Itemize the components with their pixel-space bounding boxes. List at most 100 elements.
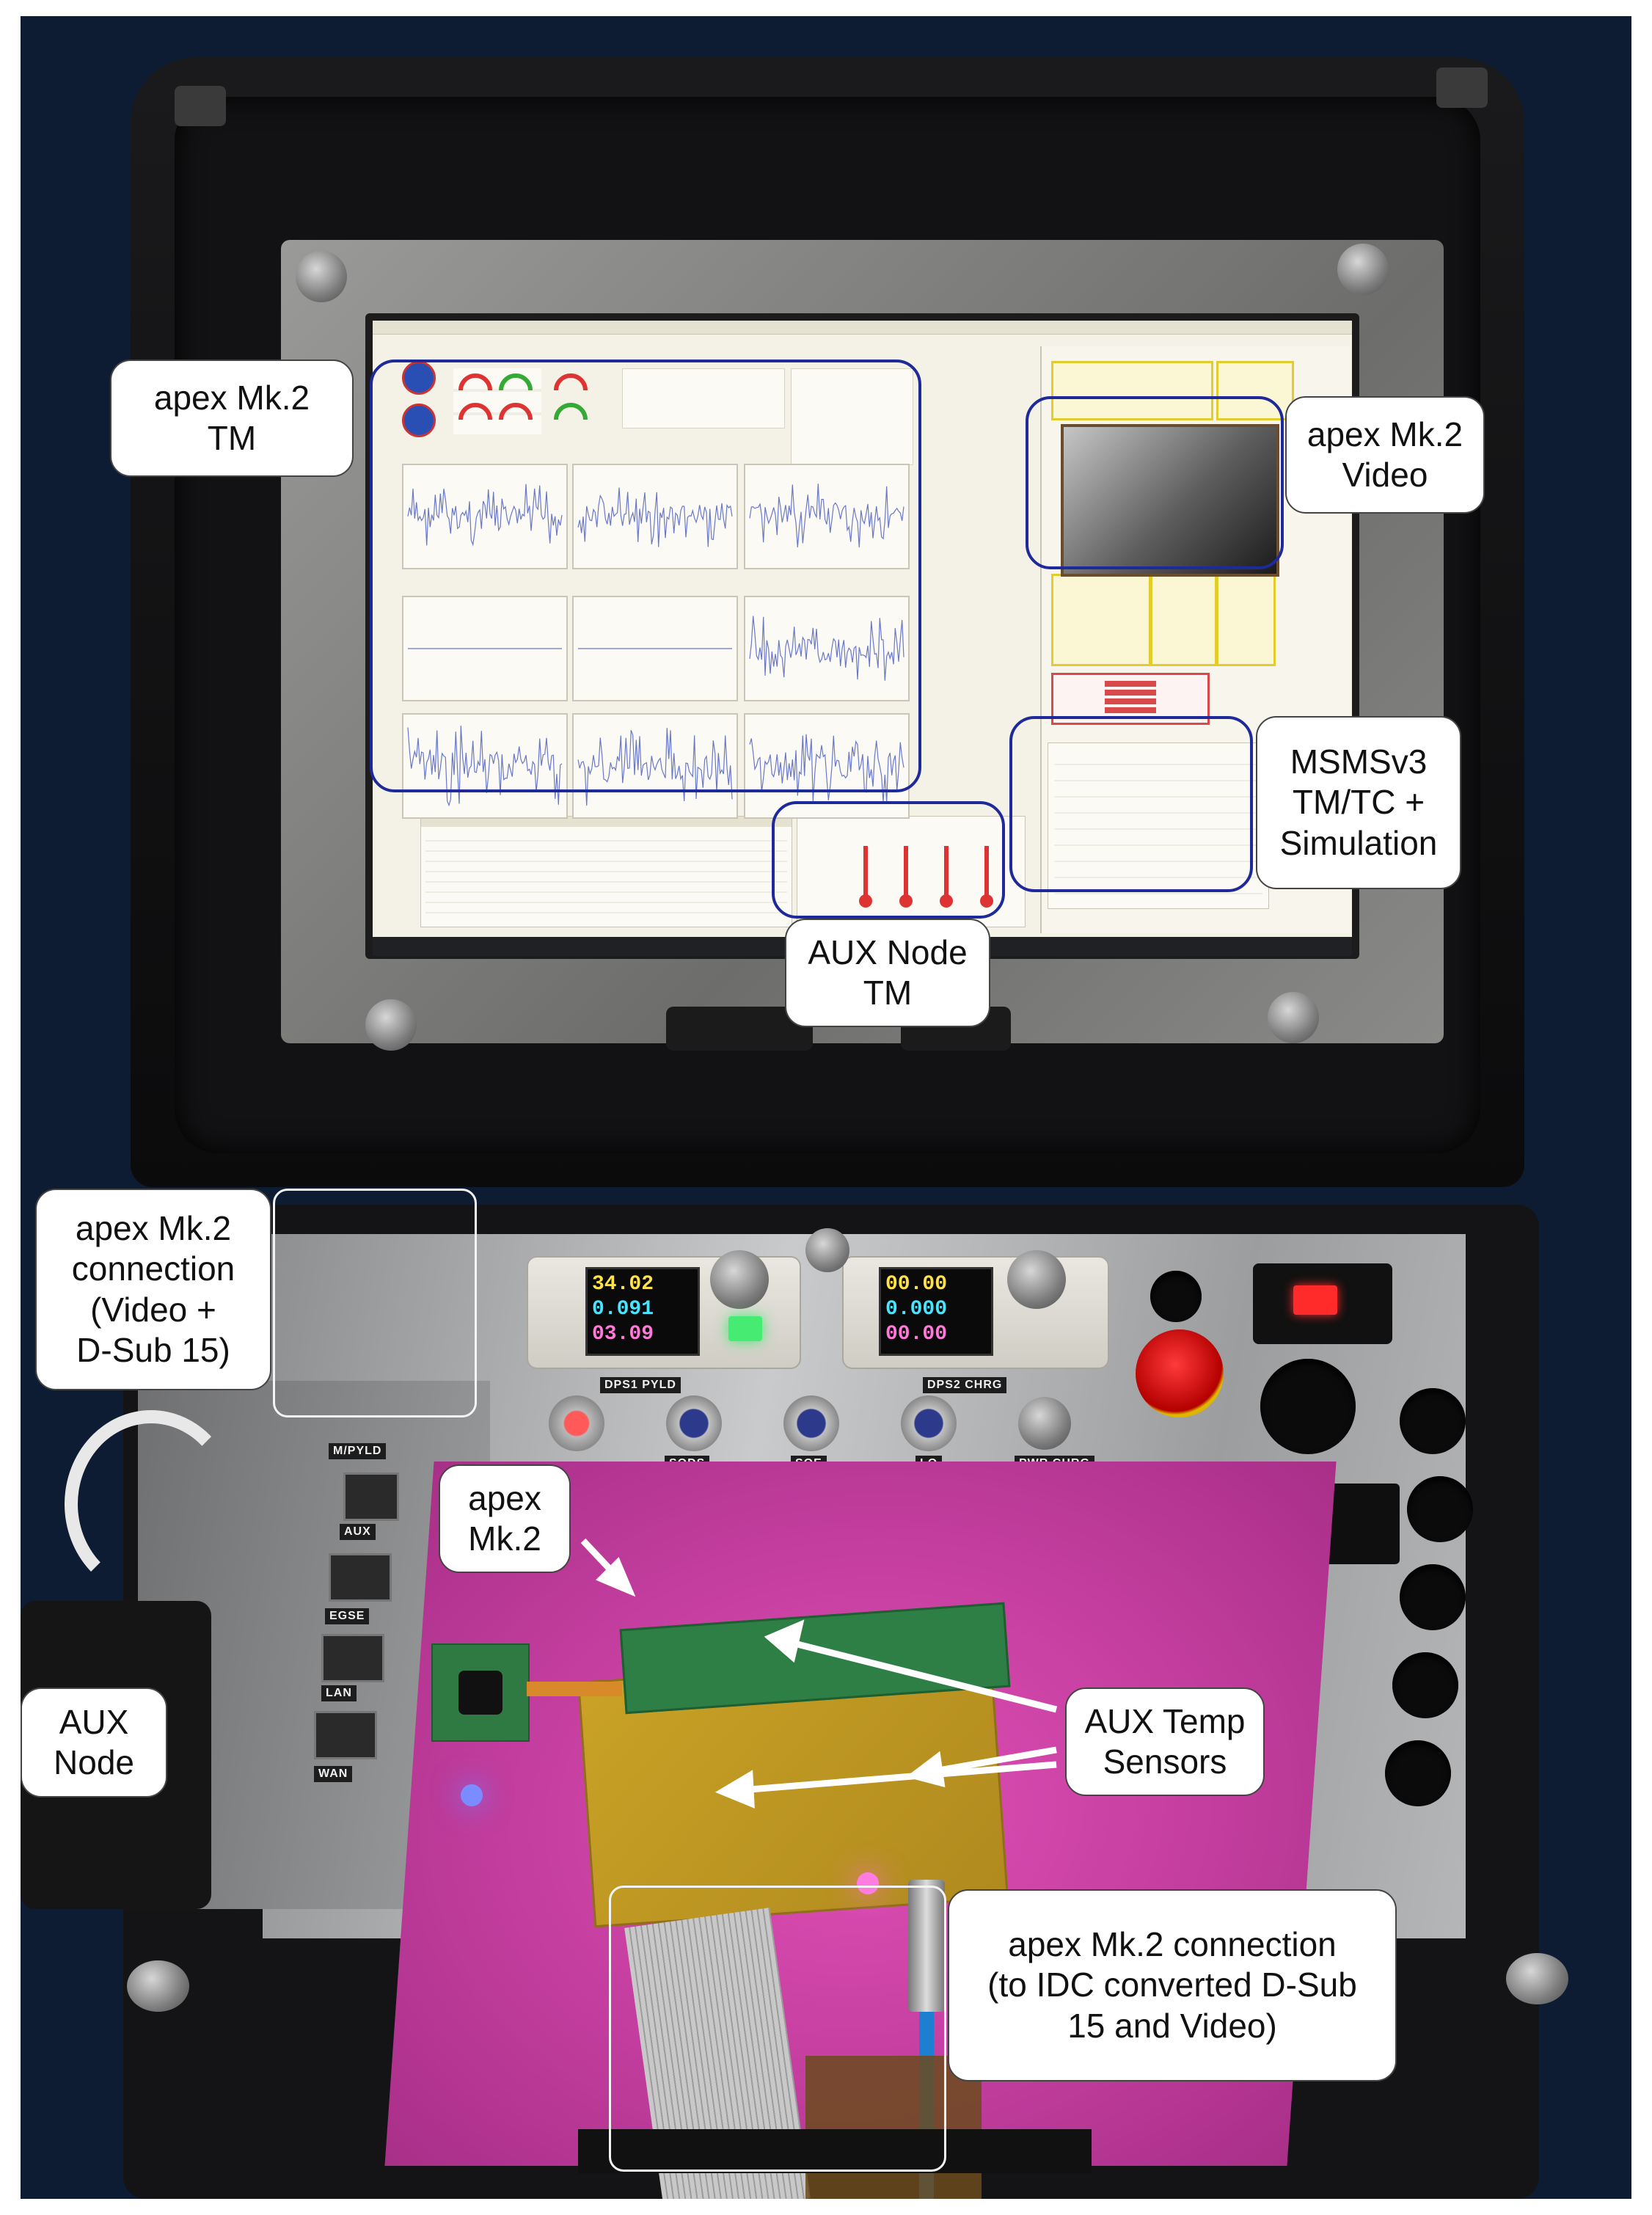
label-connection-bottom: apex Mk.2 connection (to IDC converted D… xyxy=(948,1889,1397,2081)
telemetry-plot xyxy=(744,596,910,701)
label-connection-bottom-text: apex Mk.2 connection (to IDC converted D… xyxy=(987,1925,1357,2045)
label-aux-node: AUX Node xyxy=(21,1687,167,1798)
telemetry-plot xyxy=(572,464,738,569)
ethernet-port-pyld[interactable] xyxy=(343,1473,399,1521)
frame-connection-bottom xyxy=(609,1886,946,2172)
msms-mode-panel-3 xyxy=(1216,574,1276,666)
psu1-current: 0.091 xyxy=(592,1298,654,1321)
frame-connection-left xyxy=(273,1189,477,1417)
video-coax-connector xyxy=(908,1880,945,2012)
psu1-voltage: 34.02 xyxy=(592,1273,654,1296)
msms-mode-panel-1 xyxy=(1051,574,1151,666)
bezel-screw-bl xyxy=(365,999,417,1051)
psu2-current: 0.000 xyxy=(885,1298,948,1321)
telemetry-trace xyxy=(749,616,904,681)
gauge-group-1 xyxy=(453,368,541,434)
telemetry-plot xyxy=(402,596,568,701)
telemetry-trace-svg xyxy=(577,487,733,547)
label-aux-node-text: AUX Node xyxy=(54,1702,134,1781)
label-aux-tm: AUX Node TM xyxy=(785,919,990,1027)
telemetry-plot xyxy=(572,596,738,701)
camera-ribbon xyxy=(527,1682,622,1696)
mission-logo-icon-2 xyxy=(402,404,436,437)
label-apex-tm-text: apex Mk.2 TM xyxy=(153,378,310,457)
telemetry-trace-svg xyxy=(407,483,563,547)
telemetry-trace-svg xyxy=(577,728,733,806)
frame-aux-tm xyxy=(772,801,1005,919)
pink-led xyxy=(857,1872,879,1894)
sods-button[interactable] xyxy=(666,1395,722,1451)
ethernet-port-lan[interactable] xyxy=(314,1711,377,1759)
pyld-port-tag: M/PYLD xyxy=(329,1443,387,1459)
video-stream-window xyxy=(1061,424,1279,577)
soe-button[interactable] xyxy=(783,1395,839,1451)
lo-button[interactable] xyxy=(901,1395,957,1451)
telemetry-plot xyxy=(402,713,568,819)
ethernet-port-aux[interactable] xyxy=(329,1553,392,1602)
photo-background: 34.02 0.091 03.09 DPS1 PYLD 00.00 0.000 … xyxy=(21,16,1631,2199)
base-screw-left xyxy=(127,1960,189,2012)
telemetry-plot xyxy=(572,713,738,819)
rocker-switch-housing xyxy=(1253,1263,1392,1344)
telemetry-trace-svg xyxy=(749,483,904,548)
lid-latch-right xyxy=(1436,67,1488,108)
white-cable xyxy=(65,1410,238,1598)
label-apex-video-text: apex Mk.2 Video xyxy=(1306,415,1463,494)
telemetry-trace xyxy=(749,483,904,548)
label-aux-tm-text: AUX Node TM xyxy=(808,933,968,1012)
label-msms: MSMSv3 TM/TC + Simulation xyxy=(1256,716,1461,889)
telemetry-trace-svg xyxy=(578,648,732,649)
egse-port-tag: EGSE xyxy=(325,1608,370,1624)
gauge-icons-2 xyxy=(554,373,588,420)
blue-led xyxy=(461,1784,483,1806)
gauge-icons-1 xyxy=(458,373,533,420)
frame-apex-video xyxy=(1026,396,1284,569)
panel-screw-top xyxy=(805,1228,849,1272)
psu2-voltage: 00.00 xyxy=(885,1273,948,1296)
label-msms-text: MSMSv3 TM/TC + Simulation xyxy=(1279,742,1438,862)
telemetry-trace xyxy=(577,487,733,547)
telemetry-trace xyxy=(749,734,904,803)
ethernet-port-egse[interactable] xyxy=(321,1634,384,1682)
panel-hole-4 xyxy=(1392,1652,1458,1718)
telemetry-trace xyxy=(577,728,733,806)
telemetry-trace-svg xyxy=(408,648,562,649)
gauge-group-2 xyxy=(549,368,615,434)
panel-hole-2 xyxy=(1407,1476,1473,1542)
base-screw-right xyxy=(1506,1953,1568,2004)
camera-lens-icon xyxy=(458,1671,502,1715)
panel-hole-5 xyxy=(1385,1740,1451,1806)
psu1-output-button[interactable] xyxy=(728,1316,762,1341)
psu2-knob[interactable] xyxy=(1007,1250,1066,1309)
msms-mode-panel-2 xyxy=(1150,574,1217,666)
psu2-display: 00.00 0.000 00.00 xyxy=(879,1267,993,1356)
psu1-tag: DPS1 PYLD xyxy=(600,1377,681,1393)
panel-hole-1 xyxy=(1400,1388,1466,1454)
lower-connector xyxy=(805,2056,982,2199)
label-temp-sensors: AUX Temp Sensors xyxy=(1065,1687,1265,1796)
label-apex-video: apex Mk.2 Video xyxy=(1285,396,1485,514)
psu1-knob[interactable] xyxy=(710,1250,769,1309)
panel-hole-3 xyxy=(1400,1564,1466,1630)
bezel-screw-tr xyxy=(1337,244,1389,295)
label-temp-sensors-text: AUX Temp Sensors xyxy=(1084,1701,1246,1781)
lid-latch-left xyxy=(175,86,226,126)
psu2-tag: DPS2 CHRG xyxy=(923,1377,1007,1393)
telemetry-plot xyxy=(744,464,910,569)
camera-module xyxy=(431,1643,530,1742)
label-apex-board-text: apex Mk.2 xyxy=(468,1478,541,1558)
power-button[interactable] xyxy=(549,1395,604,1451)
psu2-power: 00.00 xyxy=(885,1323,948,1346)
label-apex-tm: apex Mk.2 TM xyxy=(110,360,354,477)
rocker-switch[interactable] xyxy=(1293,1285,1337,1315)
label-apex-board: apex Mk.2 xyxy=(439,1464,571,1573)
bezel-screw-br xyxy=(1268,992,1319,1043)
pwr-chrg-keyswitch[interactable] xyxy=(1018,1397,1071,1450)
12v-socket xyxy=(1260,1359,1356,1454)
msms-status-panel-1 xyxy=(1051,361,1213,420)
bezel-screw-tl xyxy=(296,251,347,302)
emergency-stop-button[interactable] xyxy=(1136,1329,1224,1417)
case-label-strip xyxy=(578,2129,1092,2173)
psu1-display: 34.02 0.091 03.09 xyxy=(585,1267,700,1356)
label-connection-left: apex Mk.2 connection (Video + D-Sub 15) xyxy=(35,1189,271,1390)
